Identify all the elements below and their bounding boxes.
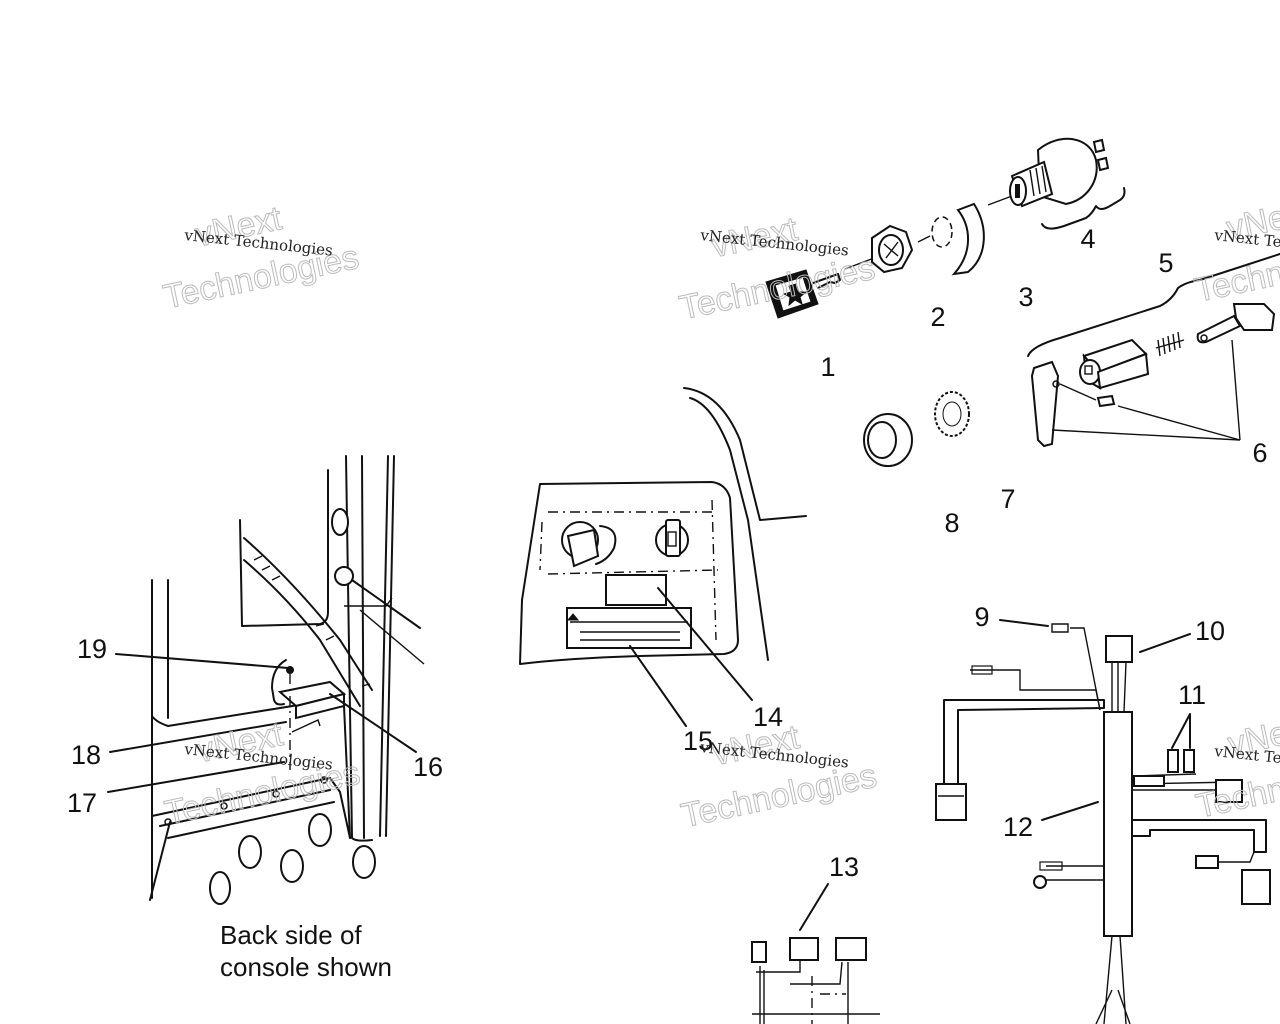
callout-7: 7 [1000,484,1015,514]
key-part [765,257,875,319]
wiring-harness-part [935,623,1271,1024]
callout-2: 2 [930,302,945,332]
callout-5: 5 [1158,248,1173,278]
callout-1: 1 [820,352,835,382]
callout-12: 12 [1003,812,1033,842]
warning-decal [566,607,692,649]
lock-washer-part [934,391,970,437]
watermark-2: vNext Technologies [676,210,879,328]
callout-15: 15 [683,726,713,756]
block-part [1079,338,1150,390]
svg-text:Technologies: Technologies [678,757,880,835]
hex-nut-part [871,224,914,274]
washer-hidden [931,216,953,248]
ignition-switch-part [1009,137,1110,208]
callout-6: 6 [1252,438,1267,468]
callout-8: 8 [944,508,959,538]
callout-19: 19 [77,634,107,664]
lever-part [1030,360,1060,448]
caption-line-2: console shown [220,952,392,982]
curved-washer-part [951,202,985,276]
console-panel [519,387,807,665]
caption-line-1: Back side of [220,920,362,950]
pin-part [1096,394,1116,408]
callout-17: 17 [67,788,97,818]
callout-11: 11 [1178,680,1206,710]
retaining-nut-part [863,413,913,467]
callout-13: 13 [829,852,859,882]
decal-blank [605,574,667,606]
relay-circuit-part [751,937,880,1024]
console-backside [149,455,425,905]
callout-4: 4 [1080,224,1095,254]
callout-16: 16 [413,752,443,782]
callout-3: 3 [1018,282,1033,312]
callout-10: 10 [1195,616,1225,646]
callout-14: 14 [753,702,783,732]
callout-9: 9 [974,602,989,632]
connector-part [1105,635,1133,663]
watermark-6-small: vNext Technologies [1213,742,1280,776]
spring-part [1155,331,1185,357]
callout-18: 18 [71,740,101,770]
arm-part [1196,303,1276,344]
watermark-5-small: vNext Technologies [1213,226,1280,260]
